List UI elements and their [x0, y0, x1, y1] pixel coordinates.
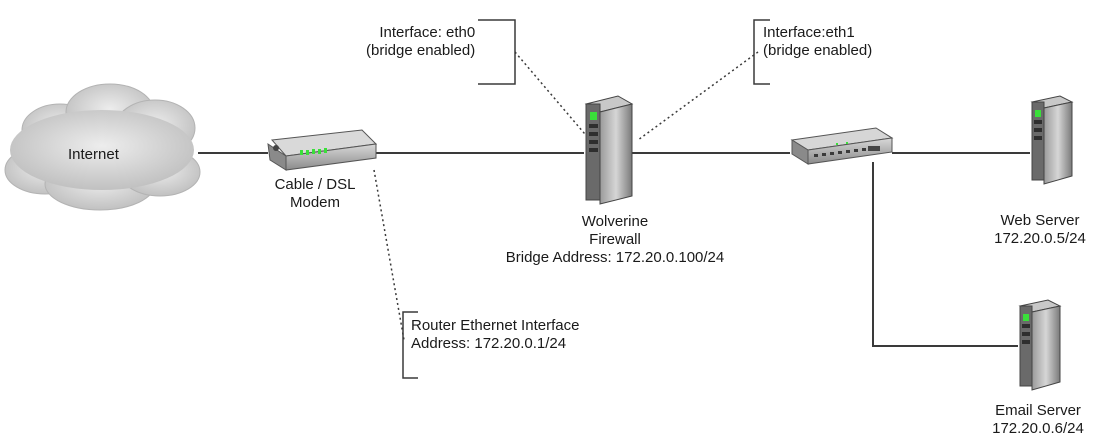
modem-label-line2: Modem [289, 194, 341, 211]
modem-label-line1: Cable / DSL [274, 176, 356, 193]
callout-brackets [402, 19, 770, 379]
callout-eth0-line2: (bridge enabled) [366, 42, 476, 59]
email-server-icon [1018, 299, 1062, 391]
web-server-label: Web Server 172.20.0.5/24 [980, 212, 1100, 248]
email-server-name: Email Server [995, 402, 1081, 419]
firewall-server-icon [584, 95, 634, 205]
callout-eth1: Interface:eth1 (bridge enabled) [763, 24, 872, 60]
callout-eth1-line1: Interface:eth1 [763, 24, 855, 41]
modem-icon [267, 129, 378, 171]
callout-leaders [373, 51, 759, 341]
email-server-label: Email Server 172.20.0.6/24 [976, 402, 1100, 438]
web-server-address: 172.20.0.5/24 [994, 230, 1086, 247]
link-switch-emailserver [872, 162, 1018, 347]
switch-icon [790, 127, 894, 165]
web-server-name: Web Server [1000, 212, 1080, 229]
callout-router-line1: Router Ethernet Interface [411, 317, 580, 334]
web-server-icon [1030, 95, 1074, 185]
firewall-bridge-address: Bridge Address: 172.20.0.100/24 [505, 249, 725, 266]
callout-eth1-line2: (bridge enabled) [763, 42, 873, 59]
connections [198, 152, 1030, 347]
firewall-name-line1: Wolverine [581, 213, 649, 230]
modem-label: Cable / DSL Modem [255, 176, 375, 212]
firewall-label: Wolverine Firewall Bridge Address: 172.2… [470, 213, 760, 267]
firewall-name-line2: Firewall [589, 231, 641, 248]
callout-router: Router Ethernet Interface Address: 172.2… [411, 317, 579, 353]
callout-router-line2: Address: 172.20.0.1/24 [411, 335, 567, 352]
callout-eth0-line1: Interface: eth0 [379, 24, 476, 41]
callout-eth0: Interface: eth0 (bridge enabled) [366, 24, 475, 60]
email-server-address: 172.20.0.6/24 [992, 420, 1084, 437]
cloud-icon [4, 83, 201, 211]
internet-label: Internet [68, 146, 119, 163]
